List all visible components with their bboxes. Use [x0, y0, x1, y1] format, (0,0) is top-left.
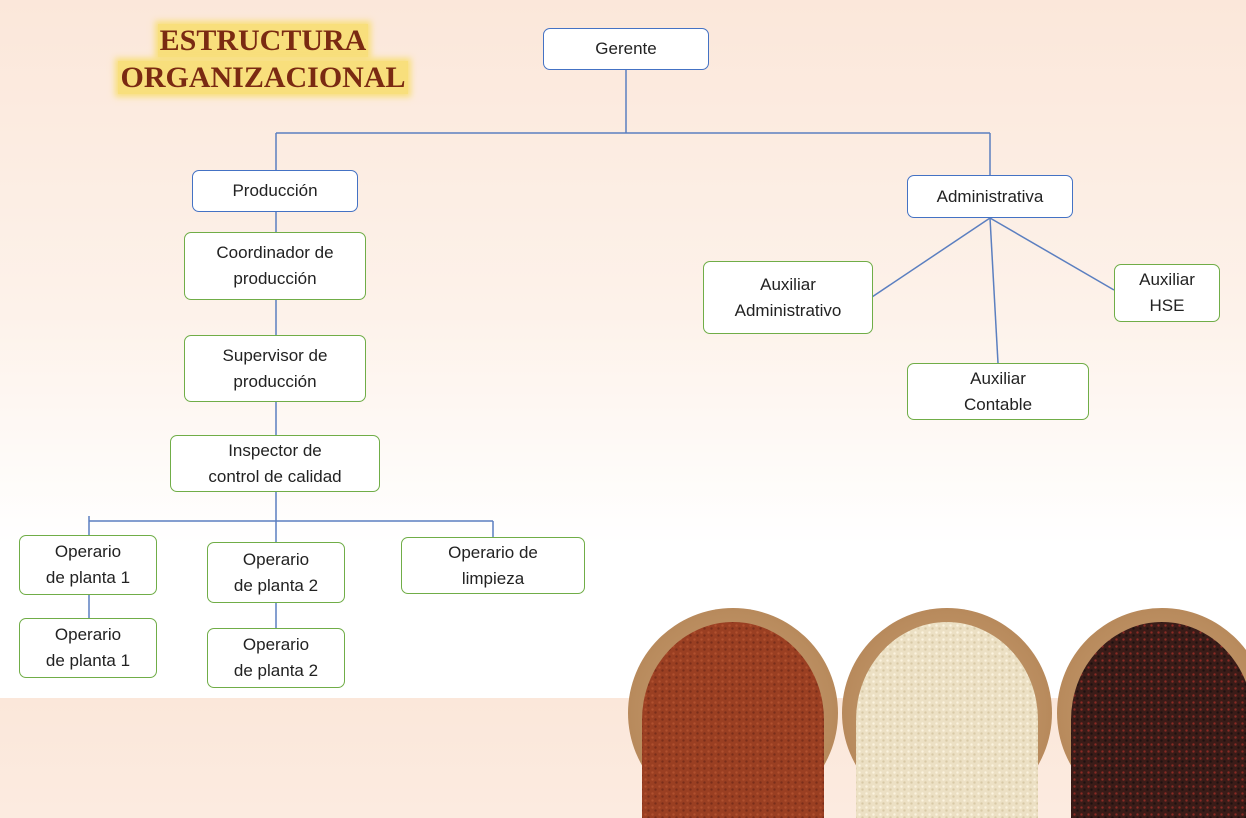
node-supervisor-produccion: Supervisor de producción: [184, 335, 366, 402]
node-auxiliar-administrativo: Auxiliar Administrativo: [703, 261, 873, 334]
node-administrativa: Administrativa: [907, 175, 1073, 218]
node-inspector-calidad: Inspector de control de calidad: [170, 435, 380, 492]
node-auxiliar-contable: Auxiliar Contable: [907, 363, 1089, 420]
connector-admin-aux-contable: [989, 217, 999, 364]
quinoa-bowl-black-image: [1057, 608, 1246, 818]
node-operario-planta-1-b: Operario de planta 1: [19, 618, 157, 678]
node-operario-limpieza: Operario de limpieza: [401, 537, 585, 594]
node-operario-planta-2: Operario de planta 2: [207, 542, 345, 603]
title-line-2: ORGANIZACIONAL: [118, 61, 408, 94]
quinoa-bowl-red-image: [628, 608, 838, 818]
title-line-1: ESTRUCTURA: [157, 24, 369, 57]
node-operario-planta-2-b: Operario de planta 2: [207, 628, 345, 688]
connector-admin-aux-hse: [989, 217, 1115, 291]
quinoa-bowl-white-image: [842, 608, 1052, 818]
connector-lines: [88, 70, 1115, 628]
connector-admin-aux-admin: [871, 217, 991, 298]
diagram-title: ESTRUCTURA ORGANIZACIONAL: [108, 22, 418, 96]
node-coordinador-produccion: Coordinador de producción: [184, 232, 366, 300]
node-gerente: Gerente: [543, 28, 709, 70]
node-operario-planta-1: Operario de planta 1: [19, 535, 157, 595]
node-produccion: Producción: [192, 170, 358, 212]
node-auxiliar-hse: Auxiliar HSE: [1114, 264, 1220, 322]
